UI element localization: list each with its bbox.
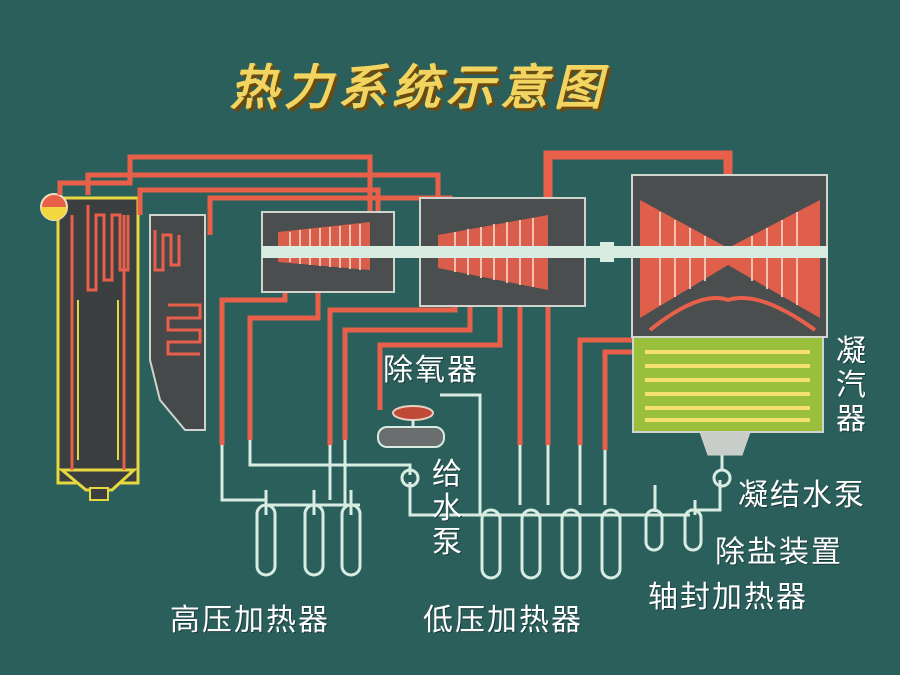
condensate-pump-label: 凝结水泵 — [738, 478, 866, 513]
condenser — [632, 336, 824, 456]
economizer-coil — [166, 303, 202, 356]
feed-pump-symbol — [400, 468, 420, 488]
boiler-furnace — [56, 196, 140, 485]
demineralizer-label: 除盐装置 — [715, 535, 843, 570]
gland-heater — [644, 508, 703, 552]
steam-drum — [40, 193, 68, 221]
hp-heaters — [255, 490, 362, 577]
feed-pump-label: 给水泵 — [432, 457, 462, 560]
lp-heaters-label: 低压加热器 — [423, 603, 583, 638]
boiler — [56, 196, 206, 501]
turbine-shaft — [262, 246, 828, 258]
lp-heaters — [480, 508, 622, 580]
superheater-coil — [86, 205, 130, 292]
condensate-pump-symbol — [712, 468, 732, 488]
condenser-label: 凝汽器 — [836, 334, 866, 437]
page-title: 热力系统示意图 — [230, 60, 609, 116]
hotwell — [699, 431, 751, 456]
deaerator — [377, 405, 445, 448]
deaerator-label: 除氧器 — [383, 353, 479, 388]
boiler-hopper — [57, 468, 138, 492]
hp-heaters-label: 高压加热器 — [170, 603, 330, 638]
coupling — [600, 242, 614, 262]
gland-heater-label: 轴封加热器 — [648, 580, 808, 615]
